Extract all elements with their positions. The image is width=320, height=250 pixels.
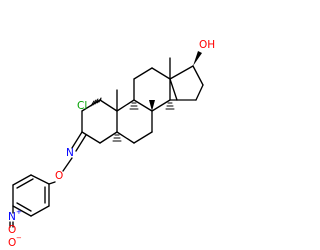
bond [169, 65, 194, 80]
nitro-oxygen-bottom-label: O [8, 237, 16, 249]
bond [62, 157, 73, 172]
bond [48, 181, 56, 185]
bond [12, 205, 32, 217]
bond [192, 65, 204, 86]
wedge-bond [149, 100, 155, 111]
bond [16, 202, 32, 212]
bond [81, 131, 101, 144]
wedge-bond [193, 51, 202, 66]
nitro-nitrogen-label: N [8, 211, 16, 223]
bond [133, 131, 153, 144]
hash-bond [94, 98, 99, 105]
hydroxyl-label: OH [199, 39, 215, 51]
hash-bond [90, 100, 95, 107]
bond [30, 205, 50, 217]
bonds [12, 57, 204, 217]
bond [75, 134, 87, 152]
chlorine-label: Cl [77, 100, 87, 112]
bond [169, 78, 178, 101]
bond [99, 99, 118, 112]
bond [151, 67, 171, 80]
bond [99, 131, 118, 144]
hash-bond [92, 99, 97, 106]
bond [30, 174, 50, 185]
nitro-nitrogen-charge: + [16, 208, 22, 216]
stereo-bonds [90, 51, 202, 142]
oxime-oxygen-label: O [55, 170, 63, 182]
atom-labels: OH Cl N O O N + O − [8, 39, 215, 249]
bond [71, 131, 83, 149]
bond [151, 99, 171, 112]
bond [116, 99, 135, 112]
bond [116, 131, 135, 144]
bond [16, 178, 34, 189]
hash-bond [96, 98, 102, 104]
nitro-oxygen-top-label: O [8, 224, 16, 236]
structure-canvas: OH Cl N O O N + O − [8, 39, 216, 249]
molecule-structure: OH Cl N O O N + O − [8, 39, 215, 249]
bond [12, 174, 32, 186]
bond [133, 67, 153, 80]
nitro-bonds [9, 221, 14, 228]
nitro-oxygen-charge: − [16, 234, 22, 242]
bond [195, 84, 204, 101]
bond [133, 99, 153, 112]
imine-nitrogen-label: N [66, 147, 74, 159]
